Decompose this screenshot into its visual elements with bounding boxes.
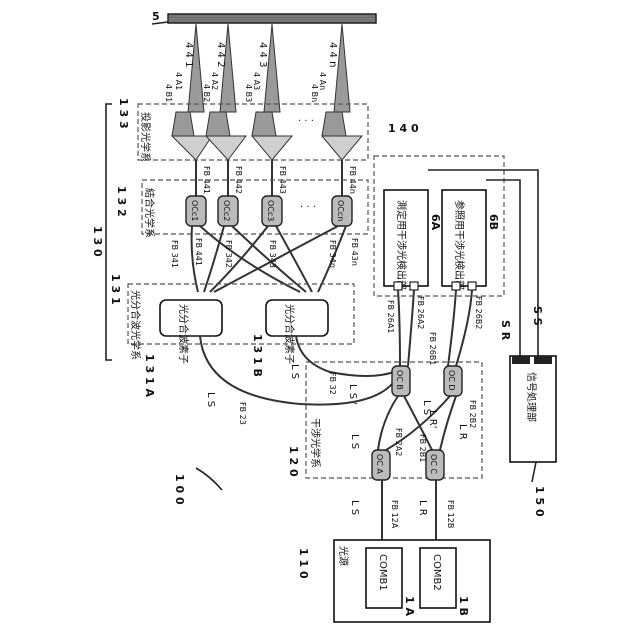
label-occ3: OCc3 [266,200,275,221]
label-fb441b: FB 441 [194,238,203,266]
label-fb12a: FB 12A [390,500,399,529]
label-interference-optics: 干渉光学系 [309,418,322,468]
label-133: 1 3 3 [117,98,130,129]
splitter-131a [160,300,222,336]
label-ls-prime: L S ' [347,384,358,405]
label-110: 1 1 0 [297,548,310,579]
label-fb26a2: FB 26A2 [416,296,425,329]
label-splitter-2: 光分合波素子 [283,304,296,364]
label-lr-3: L R [417,500,428,516]
label-120: 1 2 0 [287,446,300,477]
label-4b1: 4 B1 [164,84,173,102]
label-443: 4 4 3 [257,42,268,67]
label-fb342: FB 342 [224,240,233,268]
label-measurement-detector: 測定用干渉光検出部 [395,200,408,290]
label-44n: 4 4 n [327,42,338,67]
dots-proj: · · · [298,116,314,127]
leader-100 [196,468,222,490]
label-ocb: OC B [395,370,404,390]
label-130: 1 3 0 [91,226,104,257]
splitter-131b [266,300,328,336]
label-occ: OC C [429,454,438,474]
label-fb23: FB 23 [238,402,247,425]
label-projection-optics: 投影光学系 [139,112,152,162]
label-sr: S R [499,320,512,341]
label-fb32: FB 32 [328,372,337,395]
label-fb26a1: FB 26A1 [386,300,395,333]
label-150: 1 5 0 [533,486,546,517]
label-occ2: OCc2 [222,200,231,221]
label-fb26b2: FB 26B2 [474,296,483,329]
label-lr-2: L R' [427,410,438,428]
label-light-source: 光源 [337,546,350,566]
label-comb2: COMB2 [431,554,442,591]
target-plate [168,14,376,23]
label-132: 1 3 2 [115,186,128,217]
label-4a1: 4 A1 [174,72,183,90]
label-131: 1 3 1 [109,274,122,305]
label-140: 1 4 0 [388,122,419,135]
label-signal-processor: 信号処理部 [525,372,538,422]
label-442: 4 4 2 [215,42,226,67]
fiber-fb32 [296,336,394,376]
label-ss: S S [531,306,544,326]
label-131a: 1 3 1 A [143,354,156,397]
label-100: 1 0 0 [173,474,186,505]
fibers-fb44x [196,160,342,196]
label-coupling-optics: 結合光学系 [143,188,156,238]
label-ls-1: L S [205,392,216,407]
label-fb341: FB 341 [170,240,179,268]
label-ls-2: L S [289,364,300,379]
label-131b: 1 3 1 B [251,334,264,377]
bracket-130 [106,104,112,360]
fibers-fb2x [378,396,456,450]
label-occ1: OCc1 [190,200,199,221]
label-fb12b: FB 12B [446,500,455,528]
label-fb2b2: FB 2B2 [468,400,477,428]
label-ls-5: L S [349,500,360,515]
label-ls-4: L S [349,434,360,449]
label-split-combine-optics: 光分合波光学系 [129,290,142,360]
label-reference-detector: 参照用干渉光検出部 [453,200,466,290]
label-5: 5 [152,10,160,23]
label-6a: 6A [429,214,442,231]
label-441: 4 4 1 [183,42,194,67]
label-occn: OCcn [336,200,345,221]
label-fb2a2: FB 2A2 [394,428,403,456]
label-lr-1: L R [457,424,468,440]
label-1b: 1 B [457,596,470,616]
label-4b3: 4 B3 [244,84,253,102]
label-fb34n: FB 34n [328,240,337,268]
label-fb43n: FB 43n [350,238,359,266]
label-fb26b1: FB 26B1 [428,332,437,365]
label-ocd: OC D [447,370,456,391]
label-4b2: 4 B2 [202,84,211,102]
label-4bn: 4 Bn [310,84,319,102]
label-fb343: FB 343 [268,240,277,268]
label-comb1: COMB1 [377,554,388,591]
dots-couple: · · · [300,202,316,213]
label-splitter-1: 光分合波素子 [177,304,190,364]
label-1a: 1 A [403,596,416,616]
label-6b: 6B [487,214,500,230]
label-oca: OC A [375,454,384,474]
